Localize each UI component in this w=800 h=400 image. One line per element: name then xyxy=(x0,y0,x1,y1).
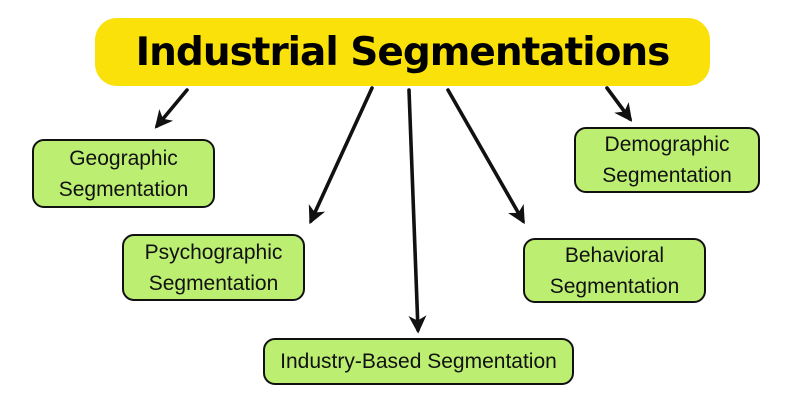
title-node: Industrial Segmentations xyxy=(95,18,710,86)
node-behavioral-line2: Segmentation xyxy=(549,274,680,298)
arrow-title-to-behavioral xyxy=(446,88,525,225)
node-psychographic: Psychographic Segmentation xyxy=(122,234,305,301)
node-geographic-line2: Segmentation xyxy=(58,177,189,201)
node-industry-based: Industry-Based Segmentation xyxy=(263,338,574,385)
node-demographic-line2: Segmentation xyxy=(602,164,732,187)
node-psychographic-line1: Psychographic xyxy=(144,240,283,264)
node-psychographic-line2: Segmentation xyxy=(148,271,279,295)
node-geographic-line1: Geographic xyxy=(69,146,178,170)
node-behavioral: Behavioral Segmentation xyxy=(523,238,706,303)
node-behavioral-line1: Behavioral xyxy=(564,243,665,267)
node-industry-based-line1: Industry-Based Segmentation xyxy=(280,350,557,373)
node-demographic: Demographic Segmentation xyxy=(574,127,760,193)
arrow-title-to-demographic xyxy=(605,86,633,122)
node-demographic-line1: Demographic xyxy=(604,133,730,156)
arrow-title-to-psychographic xyxy=(308,86,374,225)
node-geographic: Geographic Segmentation xyxy=(32,139,215,208)
arrow-title-to-industry xyxy=(407,88,427,334)
arrow-title-to-geographic xyxy=(154,88,189,129)
